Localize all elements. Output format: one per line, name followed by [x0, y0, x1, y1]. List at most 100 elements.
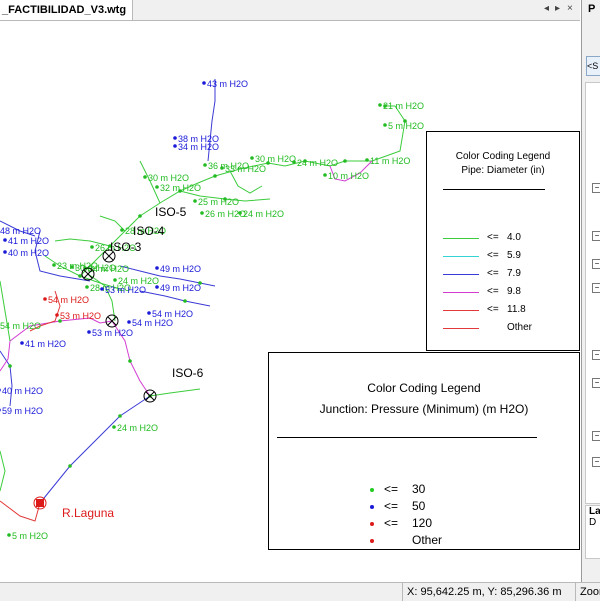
pressure-label: 43 m H2O [207, 79, 248, 89]
pressure-label: 40 m H2O [2, 386, 43, 396]
junction-node[interactable] [20, 341, 24, 345]
right-panel-tree[interactable]: − − − − − − − − [585, 82, 600, 504]
junction-node[interactable] [3, 238, 7, 242]
junction-node[interactable] [155, 185, 159, 189]
junction-node[interactable] [238, 211, 242, 215]
pipe-legend-swatch [443, 328, 479, 329]
pressure-label: 30 m H2O [148, 173, 189, 183]
pipe-legend-title: Color Coding Legend [455, 151, 551, 162]
junction-node[interactable] [178, 189, 182, 193]
tree-expand-icon[interactable]: − [592, 431, 600, 441]
junction-node[interactable] [118, 414, 122, 418]
tree-expand-icon[interactable]: − [592, 283, 600, 293]
junction-node[interactable] [147, 311, 151, 315]
junction-node[interactable] [323, 173, 327, 177]
junction-node[interactable] [70, 265, 74, 269]
junction-node[interactable] [343, 159, 347, 163]
isolation-valve-icon[interactable] [105, 314, 119, 328]
junction-node[interactable] [0, 388, 1, 392]
junction-node[interactable] [292, 160, 296, 164]
tree-expand-icon[interactable]: − [592, 350, 600, 360]
junction-node[interactable] [403, 119, 407, 123]
junction-node[interactable] [78, 274, 82, 278]
junction-node[interactable] [100, 287, 104, 291]
junction-node[interactable] [183, 299, 187, 303]
junction-node[interactable] [108, 244, 112, 248]
junction-node[interactable] [200, 211, 204, 215]
junction-node[interactable] [112, 425, 116, 429]
isolation-valve-icon[interactable] [102, 249, 116, 263]
junction-node[interactable] [223, 197, 227, 201]
junction-node[interactable] [383, 123, 387, 127]
junction-node[interactable] [128, 359, 132, 363]
junction-node[interactable] [68, 464, 72, 468]
junction-node[interactable] [58, 319, 62, 323]
junction-node[interactable] [52, 263, 56, 267]
junction-node[interactable] [120, 228, 124, 232]
isolation-valve-icon[interactable] [143, 389, 157, 403]
junction-node[interactable] [203, 163, 207, 167]
pressure-label: 38 m H2O [178, 134, 219, 144]
junction-node[interactable] [113, 278, 117, 282]
junction-color-legend[interactable]: Color Coding Legend Junction: Pressure (… [268, 352, 580, 550]
iso-label-3: ISO-3 [110, 240, 142, 254]
tab-next-icon[interactable]: ▸ [555, 3, 561, 14]
iso-label-6: ISO-6 [172, 366, 204, 380]
junction-node[interactable] [365, 158, 369, 162]
junction-node[interactable] [155, 285, 159, 289]
junction-legend-swatch [370, 539, 374, 543]
junction-node[interactable] [213, 174, 217, 178]
junction-node[interactable] [303, 159, 307, 163]
pipe-legend-operator: <= [487, 232, 499, 243]
pipe-legend-value: 11.8 [507, 304, 526, 315]
junction-node[interactable] [155, 266, 159, 270]
junction-node[interactable] [55, 313, 59, 317]
document-tab-bar: _FACTIBILIDAD_V3.wtg ◂ ▸ × [0, 0, 580, 21]
pressure-label: 24 m H2O [243, 209, 284, 219]
junction-node[interactable] [3, 250, 7, 254]
pressure-label: 30 m H2O [75, 263, 116, 273]
tree-expand-icon[interactable]: − [592, 259, 600, 269]
pipe-legend-swatch [443, 238, 479, 239]
junction-node[interactable] [90, 245, 94, 249]
pipe-legend-value: 4.0 [507, 232, 521, 243]
pipe-legend-value: Other [507, 322, 533, 333]
junction-node[interactable] [0, 408, 1, 412]
junction-node[interactable] [198, 281, 202, 285]
tab-prev-icon[interactable]: ◂ [544, 3, 550, 14]
junction-node[interactable] [250, 156, 254, 160]
tree-expand-icon[interactable]: − [592, 183, 600, 193]
pipe-color-legend[interactable]: Color Coding Legend Pipe: Diameter (in) … [426, 131, 580, 351]
pressure-label: 54 m H2O [152, 309, 193, 319]
pressure-label: 36 m H2O [208, 161, 249, 171]
tab-document[interactable]: _FACTIBILIDAD_V3.wtg [0, 0, 134, 20]
junction-node[interactable] [143, 175, 147, 179]
tree-expand-icon[interactable]: − [592, 457, 600, 467]
junction-node[interactable] [85, 285, 89, 289]
tab-close-icon[interactable]: × [567, 3, 573, 14]
zoom-readout: Zoom [575, 583, 600, 601]
isolation-valve-icon[interactable] [81, 267, 95, 281]
junction-node[interactable] [43, 297, 47, 301]
junction-node[interactable] [7, 533, 11, 537]
junction-node[interactable] [202, 81, 206, 85]
junction-node[interactable] [378, 103, 382, 107]
pipe-legend-operator: <= [487, 268, 499, 279]
junction-node[interactable] [173, 144, 177, 148]
junction-node[interactable] [138, 214, 142, 218]
tree-expand-icon[interactable]: − [592, 231, 600, 241]
junction-node[interactable] [383, 104, 387, 108]
junction-node[interactable] [87, 330, 91, 334]
junction-node[interactable] [193, 199, 197, 203]
right-panel-search-button[interactable]: <S [586, 56, 600, 76]
tree-expand-icon[interactable]: − [592, 378, 600, 388]
junction-node[interactable] [8, 364, 12, 368]
junction-node[interactable] [173, 136, 177, 140]
junction-node[interactable] [266, 161, 270, 165]
pressure-label: 54 m H2O [48, 295, 89, 305]
reservoir-icon[interactable] [33, 496, 47, 510]
junction-node[interactable] [220, 166, 224, 170]
junction-node[interactable] [127, 320, 131, 324]
